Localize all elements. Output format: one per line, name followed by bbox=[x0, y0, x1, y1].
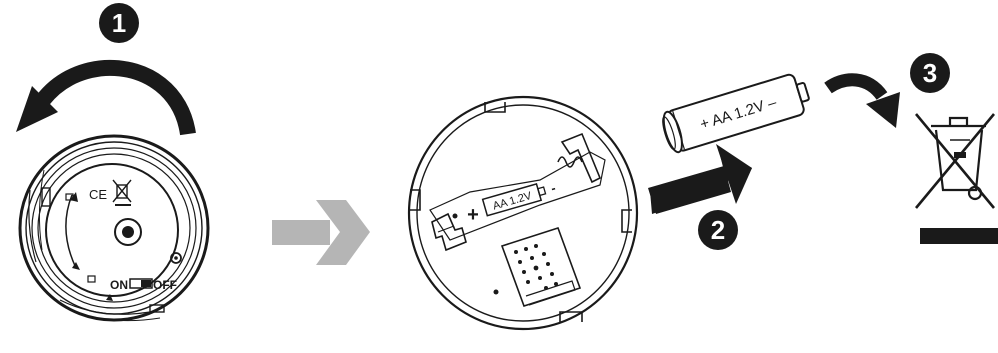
ce-mark: CE bbox=[89, 187, 107, 202]
battery-slot-marking: + AA 1.2V - bbox=[467, 179, 558, 226]
weee-bin-icon bbox=[916, 114, 994, 208]
slot-minus-sign: - bbox=[549, 180, 557, 196]
weee-bar bbox=[920, 228, 998, 244]
weee-small-icon bbox=[113, 180, 131, 205]
step-2-badge: 2 bbox=[698, 210, 738, 250]
device-back-cover bbox=[20, 136, 208, 321]
power-switch: ON OFF bbox=[110, 278, 177, 292]
rotate-arrow-icon bbox=[16, 68, 188, 134]
step-1-badge: 1 bbox=[99, 3, 139, 43]
battery-compartment bbox=[409, 97, 637, 329]
step-1-number: 1 bbox=[112, 8, 126, 38]
dispose-arrow-icon bbox=[828, 80, 900, 128]
aa-battery: + AA 1.2V – bbox=[659, 71, 813, 154]
switch-off-label: OFF bbox=[153, 278, 177, 292]
step-3-badge: 3 bbox=[910, 53, 950, 93]
step-2-number: 2 bbox=[711, 215, 725, 245]
remove-arrow-icon bbox=[648, 144, 752, 214]
switch-on-label: ON bbox=[110, 278, 128, 292]
transition-arrow-icon bbox=[272, 200, 370, 265]
slot-plus-sign: + bbox=[467, 204, 479, 226]
step-3-number: 3 bbox=[923, 58, 937, 88]
svg-text:CE: CE bbox=[89, 187, 107, 202]
